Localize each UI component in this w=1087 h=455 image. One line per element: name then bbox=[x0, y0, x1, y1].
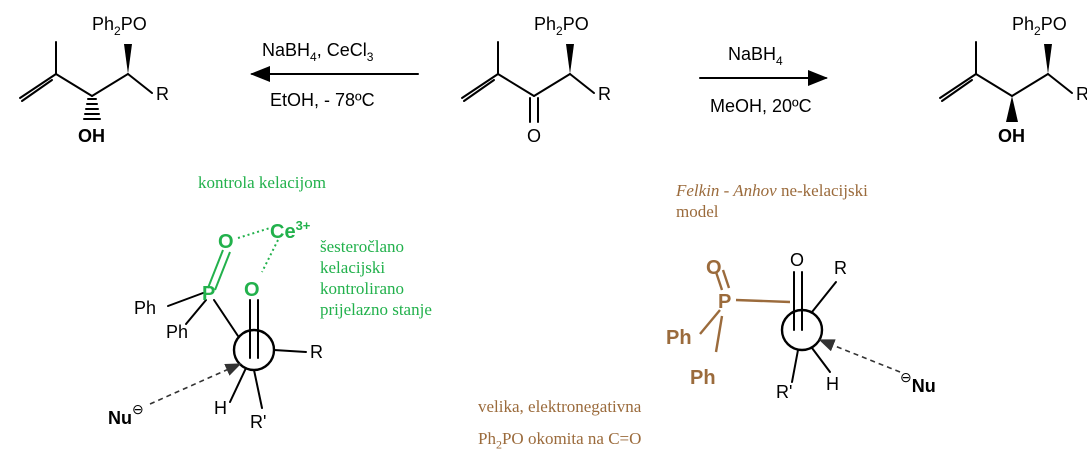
note-line: model bbox=[676, 202, 719, 221]
large-electronegative-note: velika, elektronegativna bbox=[478, 397, 642, 416]
wedge-bond bbox=[124, 44, 132, 74]
note-subscript: 2 bbox=[495, 437, 502, 452]
note-line: kontrolirano bbox=[320, 279, 405, 298]
ph2po-perpendicular-note: Ph2PO okomita na C=O bbox=[478, 428, 641, 455]
right-product: Ph2PO R OH bbox=[939, 14, 1087, 146]
note-line: prijelazno stanje bbox=[320, 300, 432, 319]
wedge-bond bbox=[566, 44, 574, 74]
note-line: kelacijski bbox=[320, 258, 386, 277]
left-product: Ph2PO R OH bbox=[19, 14, 169, 146]
ph2po-label: Ph2PO bbox=[1012, 14, 1067, 38]
nu-label: Nu⊖ bbox=[108, 401, 144, 428]
wedge-bond bbox=[1006, 96, 1018, 122]
nu-label: ⊖Nu bbox=[900, 369, 936, 396]
six-membered-ts-note: šesteročlano kelacijski kontrolirano pri… bbox=[320, 236, 432, 320]
note-part: PO okomita na C=O bbox=[501, 429, 642, 448]
r-label: R bbox=[834, 258, 847, 278]
o-label: O bbox=[706, 257, 722, 279]
o-label: O bbox=[527, 126, 541, 146]
r-label: R bbox=[310, 342, 323, 362]
note-line: Felkin - Anhov ne-kelacijski bbox=[676, 180, 868, 201]
o-label: O bbox=[244, 279, 260, 301]
hashed-bond bbox=[83, 98, 101, 120]
oh-label: OH bbox=[998, 126, 1025, 146]
r-label: R bbox=[598, 84, 611, 104]
p-label: P bbox=[202, 283, 215, 305]
o-label: O bbox=[218, 231, 234, 253]
felkin-name: Felkin - Anhov bbox=[676, 181, 777, 200]
r-label: R bbox=[1076, 84, 1087, 104]
chelation-model: O P O Ce3+ Ph Ph R H R' Nu⊖ bbox=[108, 218, 323, 432]
ph-label: Ph bbox=[166, 322, 188, 342]
ph-label: Ph bbox=[690, 367, 716, 389]
left-reaction-arrow: NaBH4, CeCl3 EtOH, - 78ºC bbox=[250, 40, 419, 110]
chelation-control-note: kontrola kelacijom bbox=[198, 173, 326, 192]
felkin-rest: ne-kelacijski bbox=[776, 181, 868, 200]
ph-label: Ph bbox=[134, 298, 156, 318]
right-conditions: MeOH, 20ºC bbox=[710, 96, 812, 116]
r-prime-label: R' bbox=[250, 412, 266, 432]
ph2po-label: Ph2PO bbox=[534, 14, 589, 38]
o-label: O bbox=[790, 250, 804, 270]
note-part: Ph bbox=[478, 429, 496, 448]
right-reagent: NaBH4 bbox=[728, 44, 783, 68]
felkin-anh-note: Felkin - Anhov ne-kelacijski model bbox=[676, 180, 868, 222]
r-label: R bbox=[156, 84, 169, 104]
felkin-anh-model: O P Ph Ph O R R' H ⊖Nu bbox=[666, 250, 936, 402]
ph2po-label: Ph2PO bbox=[92, 14, 147, 38]
left-conditions: EtOH, - 78ºC bbox=[270, 90, 375, 110]
h-label: H bbox=[826, 374, 839, 394]
ce-label: Ce3+ bbox=[270, 218, 311, 243]
oh-label: OH bbox=[78, 126, 105, 146]
note-line: šesteročlano bbox=[320, 237, 405, 256]
starting-ketone: Ph2PO R O bbox=[461, 14, 611, 146]
right-reaction-arrow: NaBH4 MeOH, 20ºC bbox=[699, 44, 828, 116]
left-reagent: NaBH4, CeCl3 bbox=[262, 40, 374, 64]
r-prime-label: R' bbox=[776, 382, 792, 402]
p-label: P bbox=[718, 291, 731, 313]
h-label: H bbox=[214, 398, 227, 418]
ph-label: Ph bbox=[666, 327, 692, 349]
wedge-bond bbox=[1044, 44, 1052, 74]
